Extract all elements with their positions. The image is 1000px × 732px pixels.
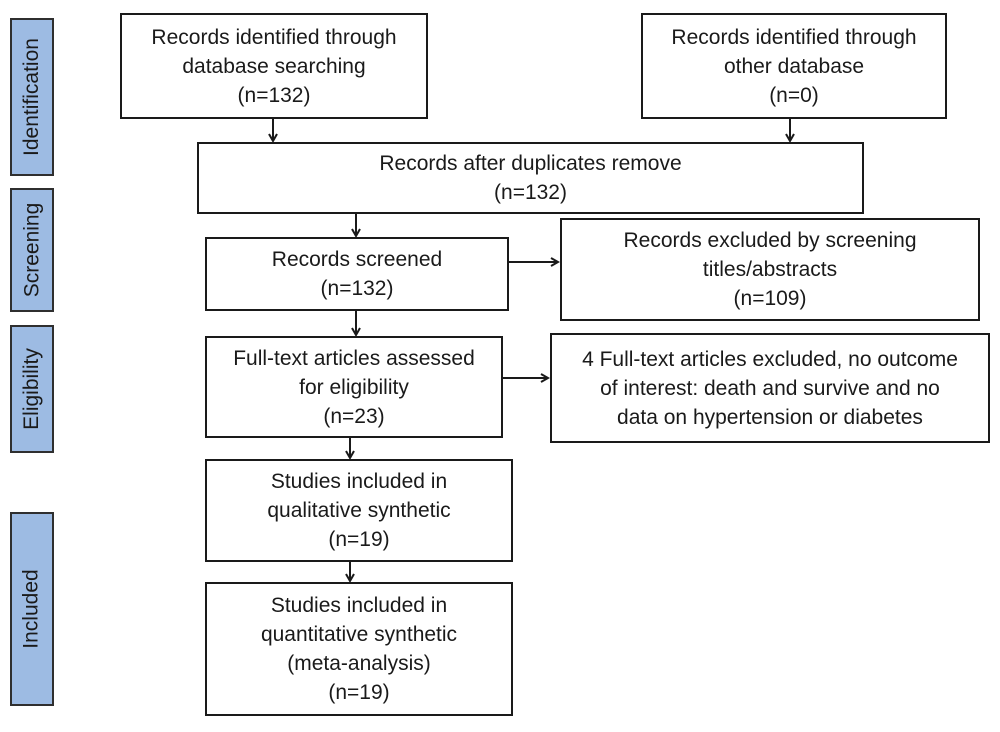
stage-label-screening: Screening [10, 188, 54, 312]
box-excluded-screening-line-1: Records excluded by screening [623, 229, 917, 252]
box-excluded-screening: Records excluded by screening titles/abs… [560, 218, 980, 321]
stage-label-included: Included [10, 512, 54, 706]
box-records-screened-line-1: Records screened [271, 248, 443, 271]
box-fulltext-excluded: 4 Full-text articles excluded, no outcom… [550, 333, 990, 443]
box-after-duplicates-count: (n=132) [494, 181, 567, 204]
box-quantitative-synthesis-line-2: quantitative synthetic [260, 623, 458, 646]
box-fulltext-assessed-count: (n=23) [323, 404, 385, 428]
box-qualitative-synthesis-line-1: Studies included in [270, 470, 448, 493]
box-excluded-screening-count: (n=109) [733, 287, 807, 310]
box-other-database-line-2: other database [723, 54, 865, 78]
stage-label-identification: Identification [10, 18, 54, 176]
box-fulltext-assessed-line-2: for eligibility [299, 375, 409, 399]
box-database-searching-line-1: Records identified through [151, 25, 397, 49]
box-records-screened: Records screened (n=132) [205, 237, 509, 311]
box-other-database-line-1: Records identified through [671, 25, 917, 49]
box-database-searching-line-2: database searching [182, 54, 366, 78]
box-records-screened-count: (n=132) [320, 277, 394, 300]
box-other-database-count: (n=0) [769, 83, 819, 107]
box-database-searching-count: (n=132) [237, 83, 311, 107]
box-fulltext-assessed-line-1: Full-text articles assessed [233, 346, 475, 370]
box-quantitative-synthesis-line-1: Studies included in [270, 594, 448, 617]
box-quantitative-synthesis-count: (n=19) [328, 681, 390, 704]
box-other-database: Records identified through other databas… [641, 13, 947, 119]
box-database-searching: Records identified through database sear… [120, 13, 428, 119]
box-fulltext-assessed: Full-text articles assessed for eligibil… [205, 336, 503, 438]
box-fulltext-excluded-line-1: 4 Full-text articles excluded, no outcom… [582, 347, 958, 371]
box-fulltext-excluded-line-2: of interest: death and survive and no [600, 376, 940, 400]
box-fulltext-excluded-line-3: data on hypertension or diabetes [617, 405, 923, 429]
box-qualitative-synthesis-count: (n=19) [328, 528, 390, 551]
box-qualitative-synthesis: Studies included in qualitative syntheti… [205, 459, 513, 562]
box-quantitative-synthesis-line-3: (meta-analysis) [287, 652, 431, 675]
box-qualitative-synthesis-line-2: qualitative synthetic [267, 499, 451, 522]
box-after-duplicates-line-1: Records after duplicates remove [379, 152, 682, 175]
box-excluded-screening-line-2: titles/abstracts [702, 258, 838, 281]
stage-label-eligibility: Eligibility [10, 325, 54, 453]
box-after-duplicates: Records after duplicates remove (n=132) [197, 142, 864, 214]
box-quantitative-synthesis: Studies included in quantitative synthet… [205, 582, 513, 716]
